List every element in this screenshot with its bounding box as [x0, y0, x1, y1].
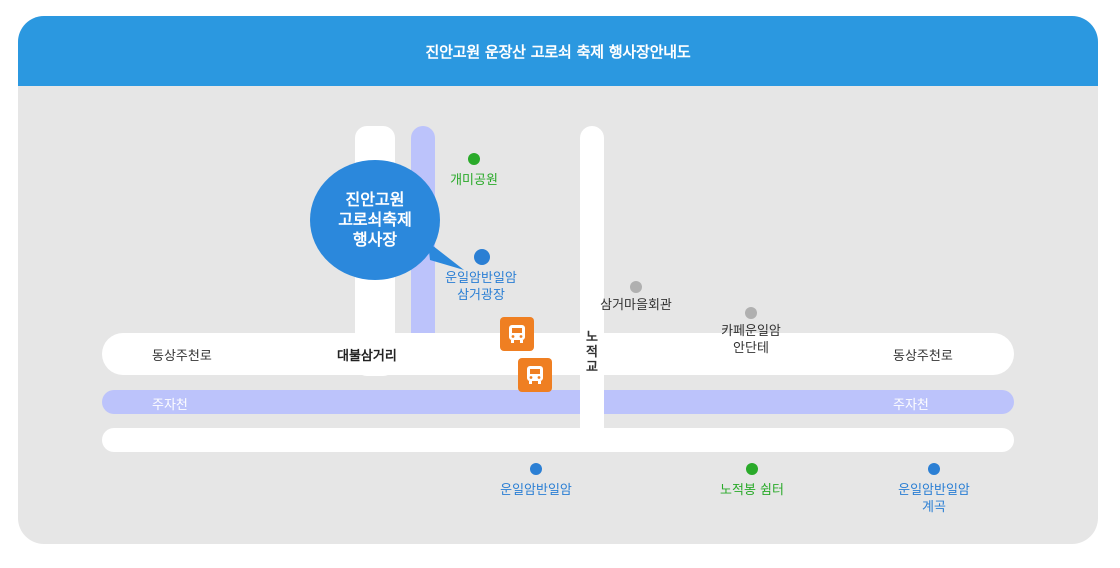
bridge-char-2: 적	[586, 345, 598, 360]
main-road	[102, 333, 1014, 375]
landmark-unilam-square: 운일암반일암 삼거광장	[426, 270, 536, 304]
landmark-unilam-square-line-2: 삼거광장	[457, 288, 505, 303]
map-card: 진안고원 운장산 고로쇠 축제 행사장안내도 주자천 주자천 동상주천로 대불삼…	[18, 16, 1098, 544]
landmark-valley-line-2: 계곡	[922, 500, 946, 515]
junction-label: 대불삼거리	[337, 349, 397, 364]
landmark-gaemi-park: 개미공원	[450, 173, 498, 188]
map-title: 진안고원 운장산 고로쇠 축제 행사장안내도	[425, 42, 691, 61]
bus-stop-icon	[500, 317, 534, 351]
grey-marker-icon	[745, 307, 757, 319]
blue-marker-icon	[474, 249, 490, 265]
landmark-unilam: 운일암반일암	[500, 483, 572, 498]
blue-marker-icon	[928, 463, 940, 475]
bus-glyph-icon	[509, 325, 525, 343]
lower-road	[102, 428, 1014, 452]
landmark-cafe-line-2: 안단테	[733, 341, 769, 356]
landmark-valley-line-1: 운일암반일암	[898, 483, 970, 498]
landmark-unilam-square-line-1: 운일암반일암	[445, 271, 517, 286]
bridge-label: 노 적 교	[585, 330, 599, 375]
landmark-cafe-line-1: 카페운일암	[721, 324, 781, 339]
green-marker-icon	[468, 153, 480, 165]
grey-marker-icon	[630, 281, 642, 293]
map-title-bar: 진안고원 운장산 고로쇠 축제 행사장안내도	[18, 16, 1098, 86]
landmark-cafe: 카페운일암 안단테	[708, 323, 794, 357]
landmark-nojeokbong: 노적봉 쉼터	[720, 483, 784, 498]
main-road-label-left: 동상주천로	[152, 349, 212, 364]
bus-glyph-icon	[527, 366, 543, 384]
bus-stop-icon	[518, 358, 552, 392]
landmark-samgeo-hall: 삼거마을회관	[600, 298, 672, 313]
venue-line-1: 진안고원	[345, 190, 405, 209]
bridge-char-1: 노	[586, 330, 598, 345]
bridge-road	[580, 126, 604, 444]
stream-band	[102, 390, 1014, 414]
blue-marker-icon	[530, 463, 542, 475]
main-road-label-right: 동상주천로	[893, 349, 953, 364]
stream-label-right: 주자천	[893, 398, 929, 413]
venue-bubble: 진안고원 고로쇠축제 행사장	[310, 160, 440, 280]
venue-line-3: 행사장	[352, 230, 398, 249]
stream-label-left: 주자천	[152, 398, 188, 413]
landmark-valley: 운일암반일암 계곡	[880, 482, 988, 516]
venue-line-2: 고로쇠축제	[338, 210, 412, 229]
bridge-char-3: 교	[586, 360, 598, 375]
green-marker-icon	[746, 463, 758, 475]
bubble-tail	[428, 242, 464, 270]
